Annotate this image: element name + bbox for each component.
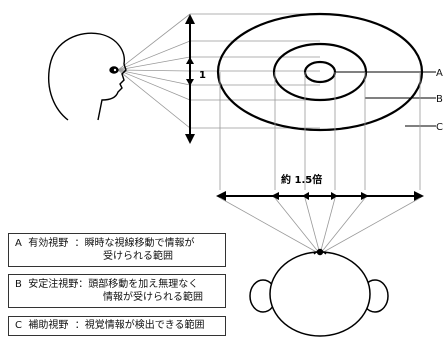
- legend-desc-line2: 受けられる範囲: [103, 251, 173, 262]
- legend-letter: B: [15, 279, 22, 290]
- legend-item-b: B 安定注視野：頭部移動を加え無理なく 情報が受けられる範囲: [8, 274, 226, 308]
- legend-item-a: A 有効視野 ：瞬時な視線移動で情報が 受けられる範囲: [8, 233, 226, 267]
- legend-desc-line1: 瞬時な視線移動で情報が: [84, 238, 195, 249]
- legend-name: 有効視野: [28, 238, 69, 249]
- horizontal-arrow: [216, 191, 424, 201]
- horizontal-guide-lines: [190, 13, 320, 129]
- horizontal-size-label: 約 1.5倍: [281, 173, 322, 186]
- zone-c-label: C: [436, 122, 443, 133]
- zone-a-ellipse: [303, 60, 337, 84]
- zone-leader-lines: [334, 71, 436, 127]
- zone-a-label: A: [436, 68, 443, 79]
- legend-desc-line2: 情報が受けられる範囲: [103, 292, 203, 303]
- vertical-size-label: 1: [199, 70, 206, 81]
- legend-name: 安定注視野: [28, 279, 79, 290]
- vertical-guide-lines: [219, 72, 421, 190]
- eye-projection-lines: [117, 13, 191, 129]
- legend-name: 補助視野: [28, 320, 69, 331]
- vertical-arrow: [185, 14, 195, 144]
- legend-letter: A: [15, 238, 22, 249]
- head-top-view: [249, 248, 389, 337]
- top-head-projection-lines: [219, 197, 421, 255]
- legend-desc-line1: 視覚情報が検出できる範囲: [84, 320, 205, 331]
- legend-item-c: C 補助視野 ：視覚情報が検出できる範囲: [8, 316, 226, 336]
- head-side-view: [48, 32, 127, 121]
- legend-letter: C: [15, 320, 22, 331]
- legend-desc-line1: 頭部移動を加え無理なく: [88, 279, 199, 290]
- zone-b-label: B: [436, 94, 443, 105]
